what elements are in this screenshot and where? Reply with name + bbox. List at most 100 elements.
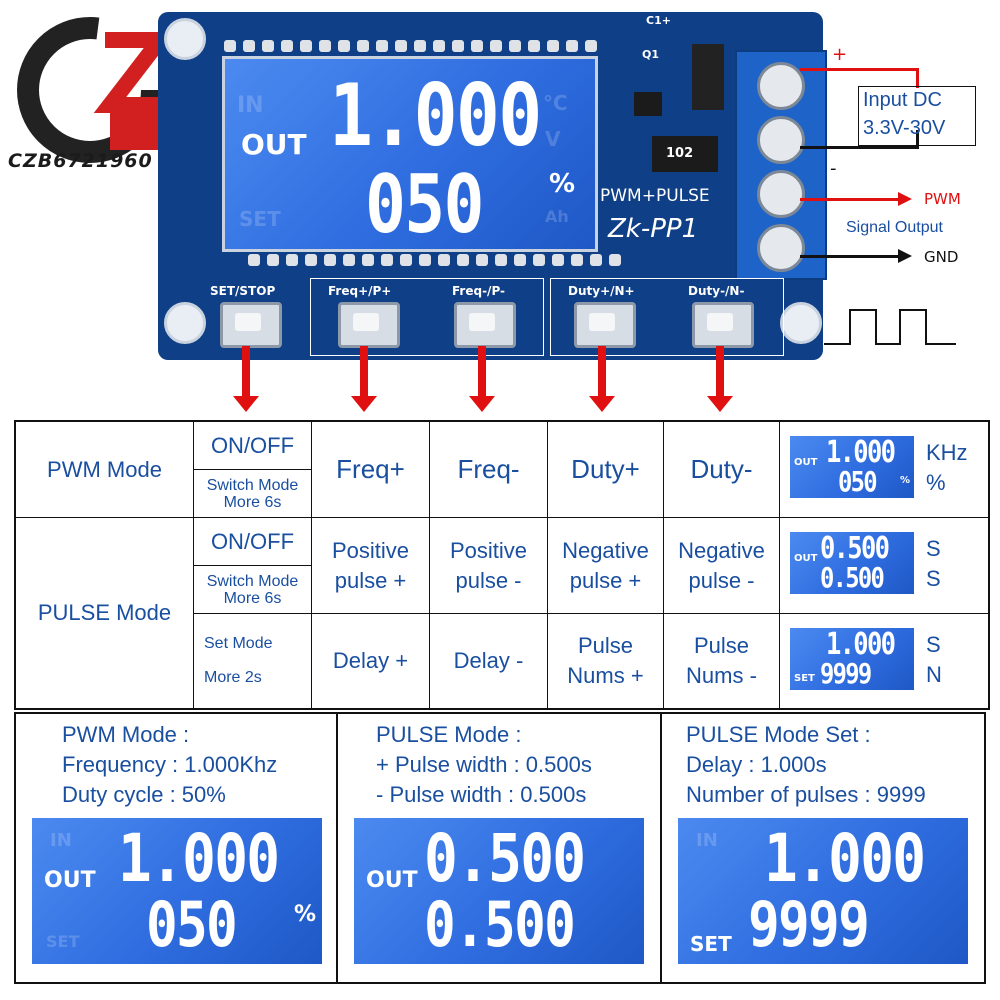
cell-line2: pulse - <box>688 567 755 593</box>
lcd-unit-c: °C <box>543 91 568 115</box>
lcd-unit-v: V <box>545 127 561 151</box>
lcd-header-pin <box>547 40 559 52</box>
pulse-positive-minus: Positive pulse - <box>430 518 548 614</box>
brand-logo <box>17 17 177 163</box>
lcd-header-pin <box>343 254 355 266</box>
panel-lcd: OUT 0.500 0.500 <box>354 818 644 964</box>
button-label-freq-plus: Freq+/P+ <box>328 284 392 298</box>
cell-line2: pulse - <box>455 567 522 593</box>
unit-s: S <box>926 566 941 591</box>
main-lcd-display: IN OUT SET 1.000 050 °C V % Ah <box>222 56 598 252</box>
set-stop-button[interactable] <box>220 302 282 348</box>
lcd-header-pin <box>438 254 450 266</box>
pwm-on-off: ON/OFF <box>194 422 312 470</box>
more-6s-text: More 6s <box>223 493 282 511</box>
resistor-component: 102 <box>652 136 718 172</box>
panel-lcd-row1: 1.000 <box>764 820 926 897</box>
cell-line1: Pulse <box>693 633 750 658</box>
terminal-screw-vin-minus <box>757 116 805 164</box>
lcd-header-pin <box>509 40 521 52</box>
lcd-header-pin <box>495 254 507 266</box>
lcd-header-pin <box>419 254 431 266</box>
panel-line2: Number of pulses : 9999 <box>686 782 926 807</box>
mini-lcd-row2: 0.500 <box>820 561 885 594</box>
silk-c1: C1+ <box>646 14 671 27</box>
button-label-freq-minus: Freq-/P- <box>452 284 506 298</box>
mini-lcd-out: OUT <box>794 457 818 468</box>
pwm-pulse-board: IN OUT SET 1.000 050 °C V % Ah C1+ Q1 10… <box>158 12 827 360</box>
panel-line1: Delay : 1.000s <box>686 752 827 777</box>
terminal-screw-gnd <box>757 224 805 272</box>
function-table: PWM Mode ON/OFF Switch Mode More 6s Freq… <box>14 420 990 710</box>
mini-lcd-set: SET <box>794 673 815 684</box>
lcd-out-label: OUT <box>366 868 418 893</box>
panel-pulse-mode-set: PULSE Mode Set : Delay : 1.000s Number o… <box>660 712 986 984</box>
lcd-header-pin <box>457 254 469 266</box>
panel-pwm-mode: PWM Mode : Frequency : 1.000Khz Duty cyc… <box>14 712 338 984</box>
resistor-code: 102 <box>666 146 694 161</box>
lcd-header-pin <box>267 254 279 266</box>
row-label-pwm-mode: PWM Mode <box>16 422 194 518</box>
panel-pulse-mode: PULSE Mode : + Pulse width : 0.500s - Pu… <box>336 712 662 984</box>
switch-mode-text: Switch Mode <box>206 476 299 494</box>
wire-vin-minus-rise <box>916 130 919 149</box>
wire-pwm <box>800 198 900 201</box>
pwm-duty-plus: Duty+ <box>548 422 664 518</box>
arrow-freq-plus <box>351 346 377 412</box>
lcd-in-label: IN <box>50 830 72 851</box>
lcd-unit-percent: % <box>294 902 317 927</box>
lcd-header-pin <box>609 254 621 266</box>
wire-vin-plus-drop <box>916 68 919 88</box>
set-delay-minus: Delay - <box>430 614 548 708</box>
lcd-header-pin <box>243 40 255 52</box>
terminal-screw-pwm <box>757 170 805 218</box>
terminal-screw-vin-plus <box>757 62 805 110</box>
pulse-negative-plus: Negative pulse + <box>548 518 664 614</box>
gnd-output-label: GND <box>924 248 959 266</box>
freq-plus-button[interactable] <box>338 302 400 348</box>
cell-line2: pulse + <box>334 567 407 593</box>
pwm-arrow-head <box>898 192 912 206</box>
mini-lcd-row1: 0.500 <box>820 531 890 566</box>
lcd-header-pin <box>476 254 488 266</box>
pulse-set-mode: Set Mode More 2s <box>194 614 312 708</box>
panel-heading: PWM Mode : <box>62 722 190 747</box>
button-label-duty-plus: Duty+/N+ <box>568 284 635 298</box>
lcd-header-pin <box>319 40 331 52</box>
freq-button-group <box>310 278 544 356</box>
silk-q1: Q1 <box>642 48 660 61</box>
lcd-row2-value: 050 <box>365 158 484 251</box>
lcd-in-label: IN <box>696 830 718 851</box>
lcd-header-pin <box>571 254 583 266</box>
input-dc-range: 3.3V-30V <box>863 117 946 139</box>
lcd-header-pin <box>376 40 388 52</box>
cell-line1: Positive <box>449 537 528 563</box>
lcd-header-pin <box>590 254 602 266</box>
button-label-set-stop: SET/STOP <box>210 284 276 298</box>
lcd-header-pin <box>281 40 293 52</box>
freq-minus-button[interactable] <box>454 302 516 348</box>
wire-vin-plus <box>800 68 918 71</box>
silk-board-model: Zk-PP1 <box>608 214 699 244</box>
pulse-mini-lcd: OUT 0.500 0.500 <box>790 532 914 594</box>
panel-lcd-row2: 9999 <box>748 888 870 961</box>
unit-n: N <box>926 662 942 687</box>
mini-lcd-percent: % <box>900 475 911 486</box>
lcd-header-pin <box>357 40 369 52</box>
pwm-output-label: PWM <box>924 190 961 208</box>
lcd-set-label: SET <box>690 932 732 956</box>
signal-output-label: Signal Output <box>846 219 943 236</box>
lcd-header-pin <box>324 254 336 266</box>
pwm-switch-mode: Switch Mode More 6s <box>194 470 312 518</box>
duty-plus-button[interactable] <box>574 302 636 348</box>
set-pulse-nums-minus: Pulse Nums - <box>664 614 780 708</box>
pulse-switch-mode: Switch Mode More 6s <box>194 566 312 614</box>
unit-s: S <box>926 632 941 657</box>
cell-line2: pulse + <box>569 567 642 593</box>
unit-khz: KHz <box>926 440 968 465</box>
input-dc-title: Input DC <box>863 89 942 111</box>
lcd-header-pin <box>490 40 502 52</box>
duty-minus-button[interactable] <box>692 302 754 348</box>
pwm-display-cell: OUT 1.000 050 % KHz % <box>780 422 988 518</box>
vin-plus-symbol: + <box>832 44 848 65</box>
